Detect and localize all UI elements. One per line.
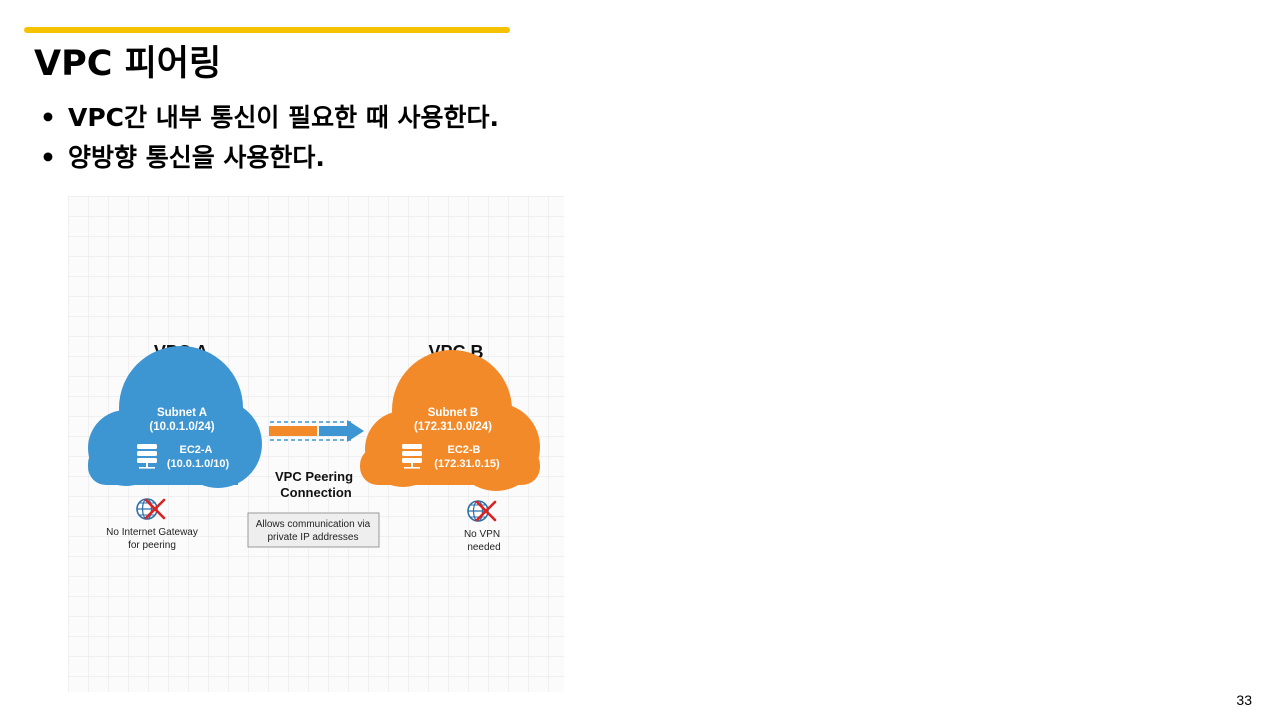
subnet-b-cidr: (172.31.0.0/24) <box>414 421 492 433</box>
bullet-symbol: • <box>40 143 56 172</box>
server-icon <box>137 444 157 469</box>
ec2-b-label: EC2-B <box>447 444 480 456</box>
subnet-b-label: Subnet B <box>428 407 478 419</box>
bullet-list: • VPC간 내부 통신이 필요한 때 사용한다. • 양방향 통신을 사용한다. <box>40 98 499 178</box>
connection-note-box <box>247 512 380 548</box>
slide-title: VPC 피어링 <box>34 44 222 84</box>
bullet-text: 양방향 통신을 사용한다. <box>68 143 325 172</box>
left-note-line2: for peering <box>128 540 176 551</box>
ec2-a-ip: (10.0.1.0/10) <box>167 458 230 470</box>
connection-label-line1: VPC Peering <box>275 469 353 484</box>
bullet-item: • 양방향 통신을 사용한다. <box>40 138 499 178</box>
left-note-line1: No Internet Gateway <box>106 527 198 538</box>
bullet-item: • VPC간 내부 통신이 필요한 때 사용한다. <box>40 98 499 138</box>
server-icon <box>402 444 422 469</box>
connection-label-line2: Connection <box>280 485 352 500</box>
vpc-peering-diagram: VPC A VPC B Subnet A (10.0.1.0/24 <box>68 196 564 692</box>
right-note-line2: needed <box>467 542 500 553</box>
connection-note-line1: Allows communication via <box>256 519 371 530</box>
peering-arrow <box>269 420 364 442</box>
subnet-a-cidr: (10.0.1.0/24) <box>149 421 214 433</box>
vpc-b-cloud <box>360 350 540 491</box>
page-number: 33 <box>1236 692 1252 708</box>
ec2-a-label: EC2-A <box>179 444 212 456</box>
diagram-canvas: VPC A VPC B Subnet A (10.0.1.0/24 <box>68 196 564 692</box>
bullet-symbol: • <box>40 103 56 132</box>
connection-note-line2: private IP addresses <box>268 532 359 543</box>
title-accent-bar <box>24 27 510 33</box>
globe-crossed-icon <box>136 498 166 520</box>
bullet-text: VPC간 내부 통신이 필요한 때 사용한다. <box>68 103 500 132</box>
subnet-a-label: Subnet A <box>157 407 207 419</box>
ec2-b-ip: (172.31.0.15) <box>434 458 500 470</box>
right-note-line1: No VPN <box>464 529 500 540</box>
globe-crossed-icon <box>467 500 497 522</box>
